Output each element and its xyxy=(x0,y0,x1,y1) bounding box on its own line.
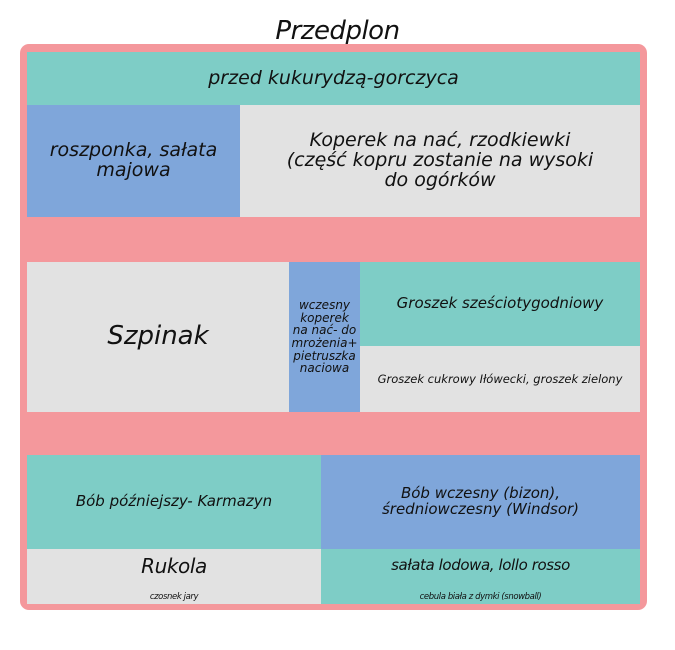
bed-label: roszponka, sałata majowa xyxy=(49,139,218,181)
bed-label: Groszek sześciotygodniowy xyxy=(396,294,604,313)
bed-label: Bób późniejszy- Karmazyn xyxy=(75,492,273,511)
bed-top-band: przed kukurydzą-gorczyca xyxy=(27,52,640,105)
bed-sublabel: cebula biała z dymki (snowball) xyxy=(419,592,542,602)
bed-sublabel: czosnek jary xyxy=(149,592,199,602)
bed-row4-right: Bób wczesny (bizon), średniowczesny (Win… xyxy=(321,455,640,549)
bed-row3-left: Szpinak xyxy=(27,262,289,412)
bed-label: przed kukurydzą-gorczyca xyxy=(208,66,459,89)
bed-row3-right-top: Groszek sześciotygodniowy xyxy=(360,262,640,346)
bed-row3-middle: wczesny koperek na nać- do mrożenia+ pie… xyxy=(289,262,360,412)
bed-row5-right: sałata lodowa, lollo rosso cebula biała … xyxy=(321,549,640,604)
bed-row2-right: Koperek na nać, rzodkiewki (część kopru … xyxy=(240,105,640,217)
bed-label: Groszek cukrowy Iłówecki, groszek zielon… xyxy=(377,371,623,386)
bed-label: Rukola xyxy=(141,554,207,578)
bed-label: Bób wczesny (bizon), średniowczesny (Win… xyxy=(381,484,580,518)
bed-label: Koperek na nać, rzodkiewki (część kopru … xyxy=(286,129,594,191)
bed-label: Szpinak xyxy=(107,321,209,352)
bed-row2-left: roszponka, sałata majowa xyxy=(27,105,240,217)
bed-row3-right-bottom: Groszek cukrowy Iłówecki, groszek zielon… xyxy=(360,346,640,412)
bed-row4-left: Bób późniejszy- Karmazyn xyxy=(27,455,321,549)
bed-row5-left: Rukola czosnek jary xyxy=(27,549,321,604)
diagram-title: Przedplon xyxy=(275,16,400,46)
bed-label: sałata lodowa, lollo rosso xyxy=(391,556,570,574)
bed-label: wczesny koperek na nać- do mrożenia+ pie… xyxy=(291,298,358,376)
